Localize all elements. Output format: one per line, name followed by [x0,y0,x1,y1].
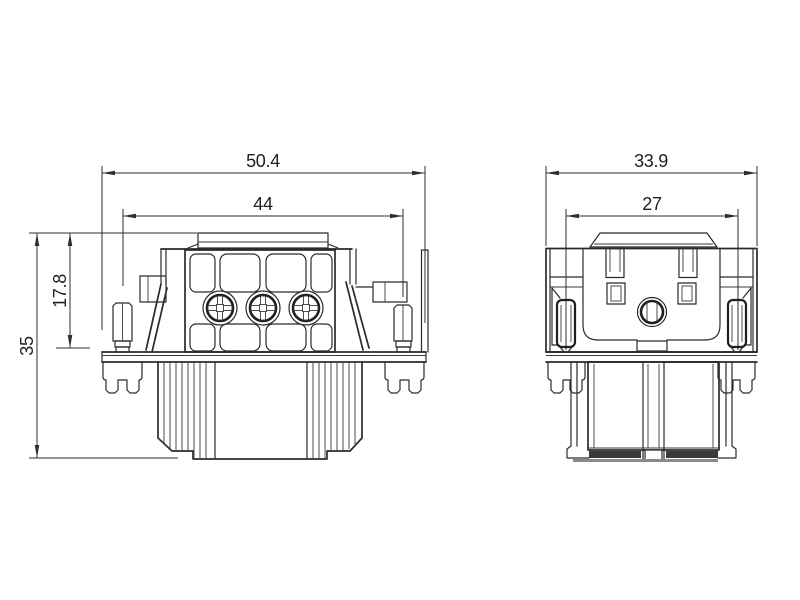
dimension-overall-depth: 33.9 [545,151,758,246]
dimension-screw-spacing-front: 44 [122,194,404,297]
dimension-overall-height: 35 [17,232,197,459]
dimension-label-33-9: 33.9 [634,151,668,171]
side-right-screw-pocket [726,287,752,353]
cable-entry-ribs-left [163,363,207,458]
dimension-label-44: 44 [253,194,273,214]
screw-contact-3 [288,290,324,326]
side-center-hole [636,296,668,328]
screw-contact-1 [202,290,238,326]
front-housing [139,248,429,353]
cable-entry-ribs-right [312,363,356,458]
front-cable-entry [157,361,363,460]
front-mounting-flange [101,351,427,394]
dimension-label-35: 35 [17,336,37,356]
dimension-label-27: 27 [642,194,662,214]
dimension-insert-height: 17.8 [50,233,90,349]
front-top-cap [187,232,339,249]
dimension-overall-width: 50.4 [101,151,426,330]
side-mounting-flange [545,351,758,394]
front-left-fixing-screw [112,302,133,353]
screw-contact-2 [245,290,281,326]
front-right-fixing-screw [393,304,413,353]
front-screw-contacts [202,290,324,326]
side-view: 33.9 27 [545,151,758,462]
side-top-cap [589,232,718,248]
dimension-label-50-4: 50.4 [246,151,280,171]
dimension-label-17-8: 17.8 [50,274,70,308]
side-lower-body [566,361,737,462]
front-view: 50.4 44 35 17.8 [17,151,429,460]
side-left-screw-pocket [551,287,577,353]
dimension-screw-spacing-side: 27 [565,194,739,350]
side-housing [545,247,758,353]
